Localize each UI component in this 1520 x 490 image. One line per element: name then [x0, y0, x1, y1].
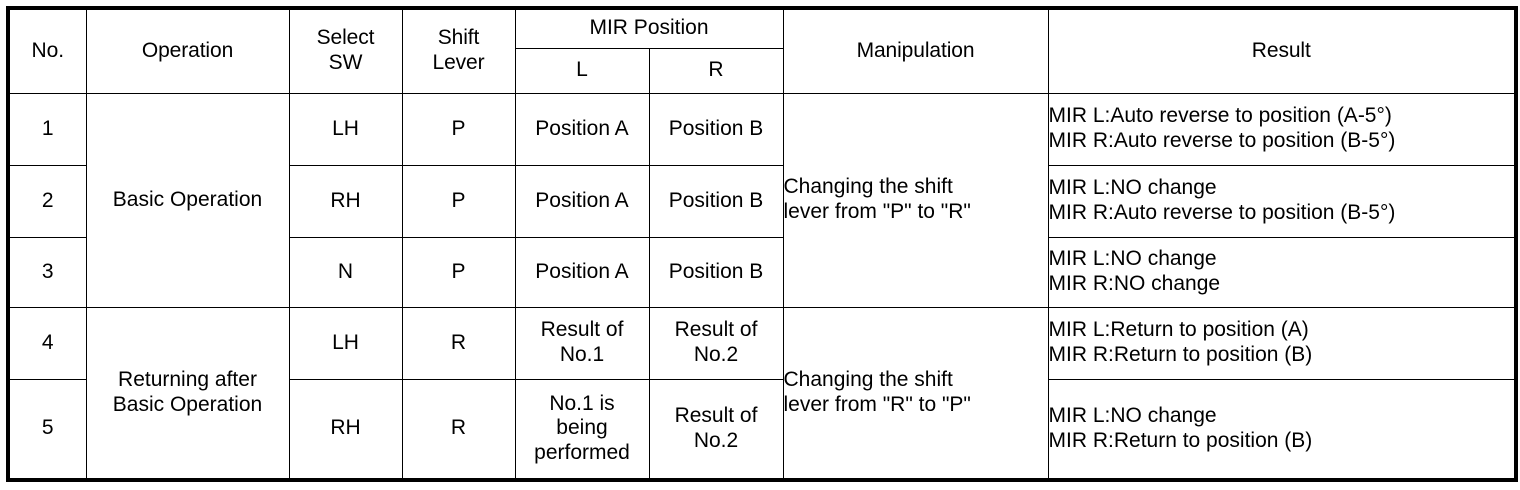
- mir-l-line3: performed: [534, 441, 630, 465]
- result-line1: MIR L:Return to position (A): [1048, 318, 1309, 342]
- cell-mir-r: Position B: [648, 236, 784, 308]
- cell-result: MIR L:Auto reverse to position (A-5°) MI…: [1047, 92, 1517, 166]
- cell-mir-l: Position A: [514, 236, 650, 308]
- manipulation-line1: Changing the shift: [783, 175, 953, 199]
- header-row-secondary: L R: [8, 47, 1516, 94]
- cell-no: 4: [7, 306, 87, 380]
- cell-mir-r: Result of No.2: [648, 306, 784, 380]
- cell-shift-lever: R: [401, 378, 516, 481]
- result-line1: MIR L:Auto reverse to position (A-5°): [1048, 104, 1392, 128]
- cell-operation-group-basic: Basic Operation: [85, 92, 290, 308]
- cell-result: MIR L:Return to position (A) MIR R:Retur…: [1047, 306, 1517, 380]
- cell-mir-l: Position A: [514, 164, 650, 238]
- cell-manipulation-group-r-to-p: Changing the shift lever from "R" to "P": [782, 306, 1049, 481]
- cell-result: MIR L:NO change MIR R:Auto reverse to po…: [1047, 164, 1517, 238]
- column-header-mir-r: R: [648, 47, 784, 94]
- result-line1: MIR L:NO change: [1048, 176, 1217, 200]
- mir-l-line2: No.1: [559, 343, 605, 366]
- table-row: 4 Returning after Basic Operation LH R R…: [7, 306, 1517, 481]
- mir-r-line2: No.2: [693, 428, 739, 452]
- cell-shift-lever: R: [401, 306, 516, 380]
- operation-line1: Returning after: [118, 367, 257, 391]
- manipulation-line2: lever from "R" to "P": [783, 392, 971, 416]
- result-line1: MIR L:NO change: [1048, 247, 1217, 271]
- cell-select-sw: N: [288, 236, 403, 308]
- table-row: 5 RH R No.1 is being performed Result of…: [7, 378, 1517, 481]
- column-header-no: No.: [7, 7, 87, 94]
- cell-mir-r: Result of No.2: [648, 378, 784, 481]
- column-header-shift-lever-line1: Shift: [437, 26, 480, 50]
- mir-r-line2: No.2: [693, 343, 739, 366]
- mir-r-line1: Result of: [674, 318, 758, 342]
- cell-shift-lever: P: [401, 164, 516, 238]
- cell-operation-group-returning: Returning after Basic Operation: [85, 306, 290, 481]
- mir-l-line2: being: [556, 416, 608, 440]
- result-line1: MIR L:NO change: [1048, 403, 1217, 427]
- manipulation-line2: lever from "P" to "R": [783, 200, 971, 223]
- cell-mir-r: Position B: [648, 92, 784, 166]
- cell-shift-lever: P: [401, 236, 516, 308]
- table-row: 2 RH P Position A Position B MIR L:NO ch…: [7, 164, 1517, 238]
- operation-line2: Basic Operation: [112, 392, 263, 416]
- spec-table-container: No. Operation Select SW Shift Lever MIR …: [6, 6, 1519, 482]
- cell-select-sw: LH: [288, 306, 403, 380]
- result-line2: MIR R:NO change: [1048, 272, 1221, 295]
- column-header-mir-l: L: [514, 47, 650, 94]
- column-header-select-sw-line1: Select: [316, 26, 375, 50]
- cell-no: 3: [7, 236, 87, 308]
- cell-result: MIR L:NO change MIR R:Return to position…: [1047, 378, 1517, 481]
- result-line2: MIR R:Return to position (B): [1048, 428, 1313, 452]
- column-header-manipulation: Manipulation: [782, 7, 1049, 94]
- table-body: 1 Basic Operation LH P Position A Positi…: [7, 92, 1517, 481]
- cell-result: MIR L:NO change MIR R:NO change: [1047, 236, 1517, 308]
- cell-no: 5: [7, 378, 87, 481]
- cell-mir-l: Position A: [514, 92, 650, 166]
- column-header-shift-lever: Shift Lever: [401, 7, 516, 94]
- table-row: 1 Basic Operation LH P Position A Positi…: [7, 92, 1517, 308]
- cell-select-sw: RH: [288, 164, 403, 238]
- cell-manipulation-group-p-to-r: Changing the shift lever from "P" to "R": [782, 92, 1049, 308]
- cell-mir-l: Result of No.1: [514, 306, 650, 380]
- column-header-shift-lever-line2: Lever: [432, 51, 485, 75]
- cell-select-sw: RH: [288, 378, 403, 481]
- mir-operation-spec-table: No. Operation Select SW Shift Lever MIR …: [6, 6, 1519, 482]
- result-line2: MIR R:Auto reverse to position (B-5°): [1048, 129, 1396, 152]
- header-row-primary: No. Operation Select SW Shift Lever MIR …: [7, 7, 1517, 94]
- cell-shift-lever: P: [401, 92, 516, 166]
- column-header-result: Result: [1047, 7, 1517, 94]
- mir-r-line1: Result of: [674, 403, 758, 427]
- result-line2: MIR R:Return to position (B): [1048, 343, 1313, 366]
- cell-mir-l: No.1 is being performed: [514, 378, 650, 481]
- mir-l-line1: Result of: [540, 318, 624, 342]
- result-line2: MIR R:Auto reverse to position (B-5°): [1048, 201, 1396, 224]
- cell-no: 2: [7, 164, 87, 238]
- column-header-operation: Operation: [85, 7, 290, 94]
- column-header-select-sw: Select SW: [288, 7, 403, 94]
- column-header-select-sw-line2: SW: [328, 51, 363, 75]
- table-header: No. Operation Select SW Shift Lever MIR …: [7, 7, 1517, 94]
- cell-mir-r: Position B: [648, 164, 784, 238]
- mir-l-line1: No.1 is: [549, 391, 615, 415]
- cell-select-sw: LH: [288, 92, 403, 166]
- manipulation-line1: Changing the shift: [783, 367, 953, 391]
- column-header-mir-position: MIR Position: [514, 7, 784, 49]
- cell-no: 1: [7, 92, 87, 166]
- table-row: 3 N P Position A Position B MIR L:NO cha…: [7, 236, 1517, 308]
